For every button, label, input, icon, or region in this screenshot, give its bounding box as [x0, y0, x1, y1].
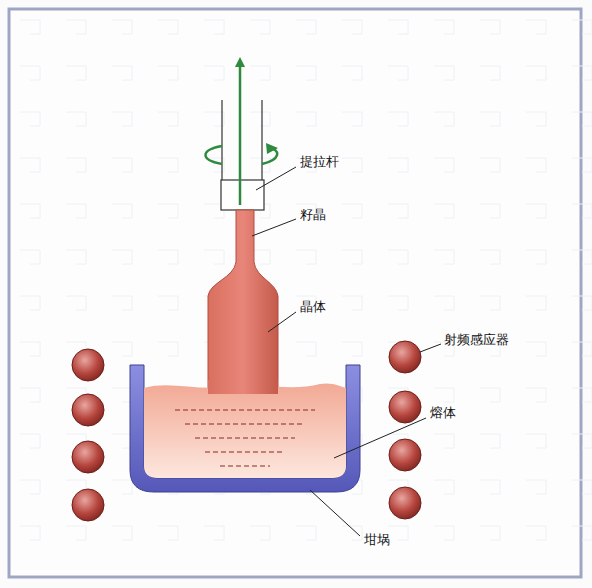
coil-turn	[72, 489, 104, 521]
coil-turn	[389, 439, 421, 471]
pull-arrow	[239, 62, 242, 205]
leader-lines	[252, 167, 441, 536]
part-label: 籽晶	[300, 207, 326, 223]
background-texture	[20, 20, 592, 540]
coil-turn	[389, 391, 421, 423]
rotation-arrow	[206, 143, 279, 164]
melt	[144, 383, 346, 478]
crystal-interface	[208, 380, 278, 394]
part-label: 坩埚	[364, 532, 390, 548]
crucible	[130, 365, 360, 492]
coil-turn	[389, 341, 421, 373]
rf-coil	[72, 341, 421, 521]
coil-turn	[389, 487, 421, 519]
pull-rod	[221, 100, 264, 210]
part-label: 提拉杆	[300, 154, 339, 170]
melt-dashes	[175, 410, 315, 466]
part-label: 晶体	[300, 299, 326, 315]
coil-turn	[72, 349, 104, 381]
coil-turn	[72, 394, 104, 426]
frame	[9, 9, 581, 577]
coil-turn	[72, 441, 104, 473]
part-label: 熔体	[430, 405, 456, 421]
part-label: 射频感应器	[444, 332, 509, 348]
crystal-boule	[208, 210, 278, 395]
